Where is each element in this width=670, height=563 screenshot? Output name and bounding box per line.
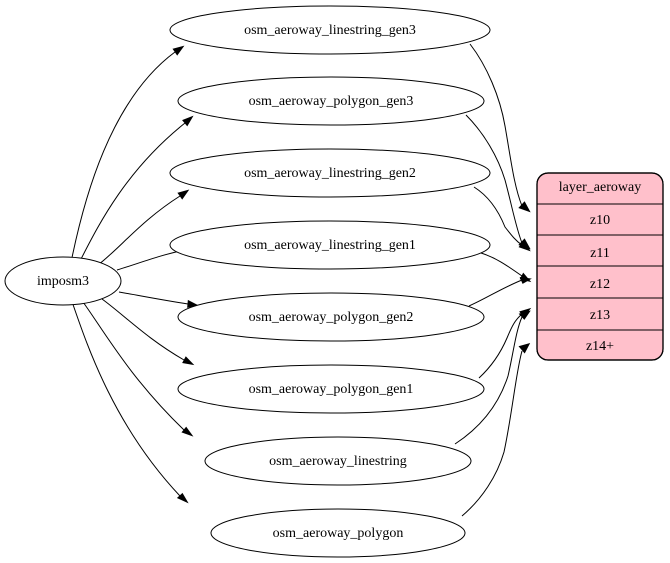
layer_aeroway-row-z12-label: z12 bbox=[590, 277, 610, 292]
edge-polygon-to-z14plus bbox=[461, 343, 531, 517]
layer_aeroway-row-z13-label: z13 bbox=[590, 308, 610, 323]
node-osm_aeroway_polygon_gen3-label: osm_aeroway_polygon_gen3 bbox=[249, 94, 414, 109]
node-osm_aeroway_linestring_gen1-shape[interactable] bbox=[169, 220, 491, 270]
node-osm_aeroway_polygon_gen3[interactable]: osm_aeroway_polygon_gen3 bbox=[177, 76, 485, 126]
layer_aeroway-table-outline bbox=[536, 172, 664, 361]
node-osm_aeroway_polygon_gen1-label: osm_aeroway_polygon_gen1 bbox=[249, 382, 414, 397]
edge-polygon-gen2-to-z12 bbox=[468, 276, 532, 307]
layer_aeroway-row-z13[interactable]: z13 bbox=[590, 308, 610, 323]
node-imposm3-shape[interactable] bbox=[4, 256, 122, 306]
node-osm_aeroway_polygon_gen2[interactable]: osm_aeroway_polygon_gen2 bbox=[177, 292, 485, 342]
edge-polygon-gen1-to-z13 bbox=[478, 307, 532, 379]
layer_aeroway-row-z12[interactable]: z12 bbox=[590, 277, 610, 292]
node-osm_aeroway_linestring_gen3[interactable]: osm_aeroway_linestring_gen3 bbox=[169, 5, 491, 55]
node-osm_aeroway_linestring_gen3-shape[interactable] bbox=[169, 5, 491, 55]
node-osm_aeroway_polygon-shape[interactable] bbox=[210, 508, 466, 558]
node-imposm3[interactable]: imposm3 bbox=[4, 256, 122, 306]
edge-imposm3-to-linestring bbox=[82, 301, 194, 437]
edge-imposm3-to-polygon-gen1 bbox=[101, 298, 195, 366]
node-osm_aeroway_linestring_gen2-label: osm_aeroway_linestring_gen2 bbox=[244, 166, 416, 181]
layer_aeroway-row-z14plus[interactable]: z14+ bbox=[586, 339, 614, 354]
node-osm_aeroway_linestring-shape[interactable] bbox=[204, 436, 472, 486]
node-osm_aeroway_polygon_gen2-label: osm_aeroway_polygon_gen2 bbox=[249, 310, 414, 325]
edge-linestring-to-z13 bbox=[454, 310, 531, 445]
edge-imposm3-to-polygon-gen2 bbox=[118, 291, 200, 308]
node-osm_aeroway_linestring_gen2-shape[interactable] bbox=[169, 148, 491, 198]
layer_aeroway-row-z14plus-label: z14+ bbox=[586, 339, 614, 354]
node-osm_aeroway_linestring[interactable]: osm_aeroway_linestring bbox=[204, 436, 472, 486]
layer_aeroway-row-z10[interactable]: z10 bbox=[590, 213, 610, 228]
layer_aeroway-row-z10-label: z10 bbox=[590, 213, 610, 228]
node-osm_aeroway_polygon[interactable]: osm_aeroway_polygon bbox=[210, 508, 466, 558]
node-osm_aeroway_linestring-label: osm_aeroway_linestring bbox=[269, 454, 407, 469]
edge-imposm3-to-polygon bbox=[72, 304, 189, 504]
edge-linestring-gen1-to-z12 bbox=[480, 252, 532, 283]
edge-imposm3-to-linestring-gen2 bbox=[97, 189, 190, 266]
node-layer_aeroway-table[interactable]: layer_aeroway z10 z11 z12 z13 bbox=[536, 172, 664, 361]
node-osm_aeroway_polygon-label: osm_aeroway_polygon bbox=[273, 526, 404, 541]
layer_aeroway-row-z11[interactable]: z11 bbox=[590, 246, 610, 261]
node-imposm3-label: imposm3 bbox=[37, 274, 89, 289]
node-osm_aeroway_linestring_gen3-label: osm_aeroway_linestring_gen3 bbox=[244, 23, 416, 38]
edge-linestring-gen2-to-z11 bbox=[473, 186, 531, 252]
node-osm_aeroway_linestring_gen1-label: osm_aeroway_linestring_gen1 bbox=[244, 238, 416, 253]
edge-imposm3-to-linestring-gen3 bbox=[71, 45, 185, 258]
node-osm_aeroway_linestring_gen1[interactable]: osm_aeroway_linestring_gen1 bbox=[169, 220, 491, 270]
edge-linestring-gen3-to-z10 bbox=[469, 43, 531, 213]
node-osm_aeroway_polygon_gen1[interactable]: osm_aeroway_polygon_gen1 bbox=[177, 364, 485, 414]
layer_aeroway-header-label: layer_aeroway bbox=[559, 180, 641, 195]
node-osm_aeroway_linestring_gen2[interactable]: osm_aeroway_linestring_gen2 bbox=[169, 148, 491, 198]
edge-group-middle-to-table bbox=[454, 43, 532, 517]
edge-imposm3-to-polygon-gen3 bbox=[79, 115, 194, 262]
node-osm_aeroway_polygon_gen1-shape[interactable] bbox=[177, 364, 485, 414]
layer_aeroway-row-z11-label: z11 bbox=[590, 246, 610, 261]
layer_aeroway-header-cell[interactable]: layer_aeroway bbox=[559, 180, 641, 195]
node-osm_aeroway_polygon_gen3-shape[interactable] bbox=[177, 76, 485, 126]
node-osm_aeroway_polygon_gen2-shape[interactable] bbox=[177, 292, 485, 342]
